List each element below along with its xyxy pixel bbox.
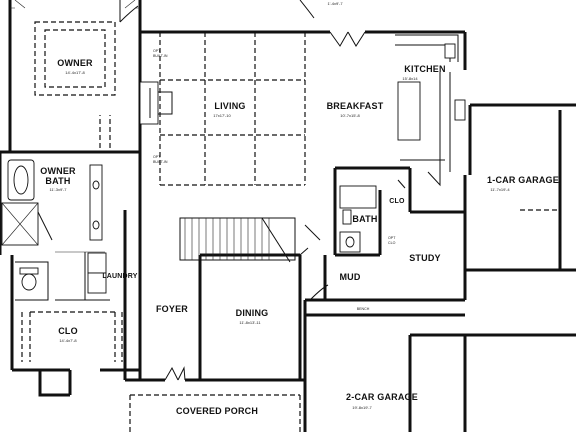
kitchen-island-icon <box>397 81 421 141</box>
room-label-garage-2: 2-CAR GARAGE <box>346 392 418 402</box>
room-label-porch: COVERED PORCH <box>176 406 258 416</box>
toilet-icon <box>342 209 352 225</box>
room-label-garage-1: 1-CAR GARAGE <box>487 175 559 185</box>
note-opt-clo-2: CLO <box>388 241 396 245</box>
room-label-owner-bath-1: OWNER <box>40 166 76 176</box>
room-dim-owner-bath: 11'-3x9'-7 <box>49 187 67 192</box>
owner-bath: OWNER BATH 11'-3x9'-7 <box>1 159 105 301</box>
room-label-breakfast: BREAKFAST <box>327 101 384 111</box>
room-label-living: LIVING <box>214 101 245 111</box>
room-dim-owner: 14'-4x17'-8 <box>65 70 85 75</box>
note-builtin-bot-2: BUILT-IN <box>153 160 168 164</box>
dryer-icon <box>87 272 107 294</box>
room-dim-garage-1: 11'-7x19'-4 <box>490 187 510 192</box>
room-dim-garage-2: 19'-8x19'-7 <box>352 405 372 410</box>
room-dim-clo-owner: 14'-4x7'-8 <box>59 338 77 343</box>
room-dim-dining: 11'-8x13'-11 <box>239 320 261 325</box>
tub-icon <box>339 185 377 209</box>
note-bench: BENCH <box>357 307 370 311</box>
room-dim-living: 17x17'-10 <box>213 113 231 118</box>
fireplace-icon <box>139 81 159 125</box>
porch-garage: COVERED PORCH 2-CAR GARAGE 19'-8x19'-7 <box>129 392 418 432</box>
bath-study: BATH CLO OPT CLO STUDY <box>339 179 441 263</box>
stairs <box>179 217 321 263</box>
room-label-mud: MUD <box>339 272 360 282</box>
note-opt-clo-1: OPT <box>388 236 396 240</box>
owner-closet: CLO 14'-4x7'-8 <box>21 311 123 362</box>
note-top-dim: 1'-4x9'-7 <box>327 1 343 6</box>
bathtub-basin-icon <box>13 165 29 195</box>
room-label-kitchen: KITCHEN <box>404 64 445 74</box>
note-builtin-top-1: OPT. <box>153 49 161 53</box>
kitchen-sink-icon <box>444 43 456 59</box>
sink-icon <box>92 180 100 190</box>
foyer-dining: FOYER DINING 11'-8x13'-11 <box>156 247 309 381</box>
sink-icon <box>92 220 100 230</box>
room-label-laundry: LAUNDRY <box>102 273 137 280</box>
room-dim-breakfast: 10'-7x15'-8 <box>340 113 360 118</box>
note-builtin-bot-1: OPT. <box>153 155 161 159</box>
room-label-owner: OWNER <box>57 58 93 68</box>
mud-room: MUD BENCH <box>309 272 370 311</box>
toilet-icon <box>21 273 37 291</box>
owner-room: OWNER 14'-4x17'-8 <box>10 0 140 148</box>
living-room: OPT. BUILT-IN OPT. BUILT-IN LIVING 17x17… <box>139 32 306 186</box>
room-label-dining: DINING <box>236 308 269 318</box>
room-dim-kitchen: 15'-8x14 <box>402 76 418 81</box>
kitchen-area: BREAKFAST 10'-7x15'-8 KITCHEN 15'-8x14 1… <box>299 0 466 172</box>
room-label-bath: BATH <box>352 214 377 224</box>
range-icon <box>454 99 466 121</box>
note-builtin-top-2: BUILT-IN <box>153 54 168 58</box>
sink-icon <box>345 236 355 248</box>
room-label-study: STUDY <box>409 253 441 263</box>
room-label-owner-bath-2: BATH <box>45 176 70 186</box>
room-label-clo-owner: CLO <box>58 326 78 336</box>
laundry-room: LAUNDRY <box>55 252 138 301</box>
room-label-clo-small: CLO <box>389 198 405 205</box>
one-car-garage: 1-CAR GARAGE 11'-7x19'-4 <box>427 171 561 270</box>
toilet-tank-icon <box>19 267 39 275</box>
washer-icon <box>87 252 107 274</box>
room-label-foyer: FOYER <box>156 304 188 314</box>
